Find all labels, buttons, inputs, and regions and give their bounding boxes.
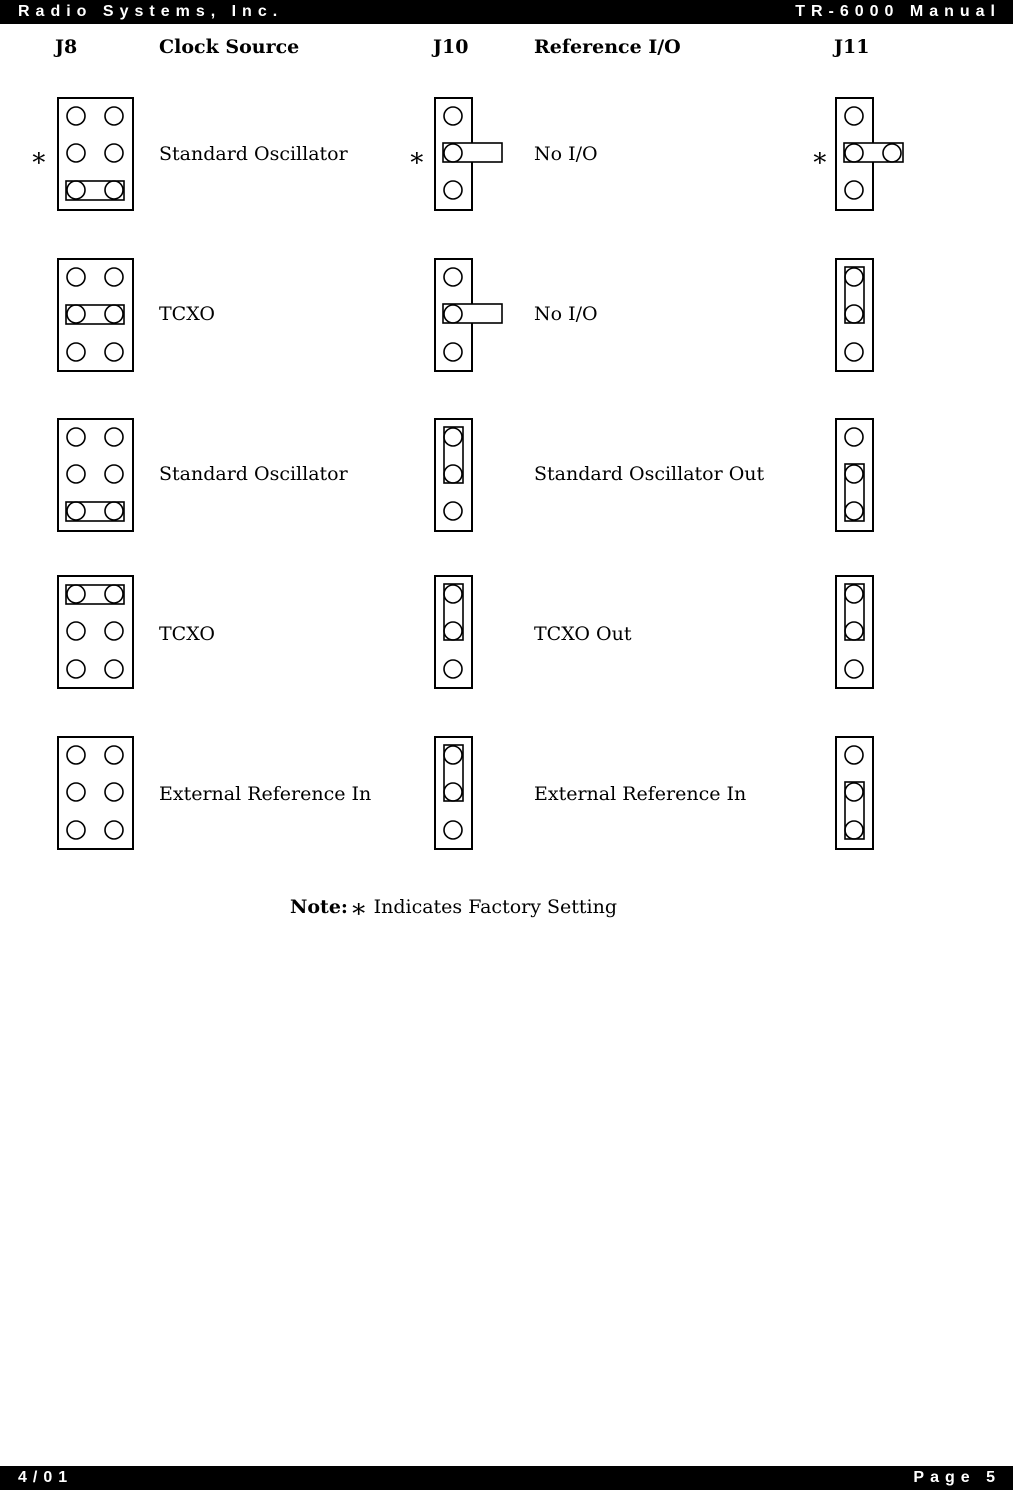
factory-marker-j11: ∗ [811, 143, 829, 173]
clock-source-label: Standard Oscillator [159, 143, 348, 165]
clock-source-label: TCXO [159, 623, 215, 645]
note-asterisk: ∗ [349, 894, 368, 924]
note-text: Indicates Factory Setting [373, 896, 618, 918]
page-footer-bar: 4/01 Page 5 [0, 1466, 1013, 1490]
jumper-shunt [844, 266, 865, 324]
jumper-shunt [844, 781, 865, 840]
jumper-shunt [443, 583, 464, 641]
jumper-shunt [65, 304, 125, 325]
jumper-shunt [844, 463, 865, 522]
j11-jumper-diagram [835, 258, 874, 372]
clock-source-label: Standard Oscillator [159, 463, 348, 485]
column-header-j10: J10 [433, 36, 469, 58]
page-header-bar: Radio Systems, Inc. TR-6000 Manual [0, 0, 1013, 24]
j8-jumper-diagram [57, 97, 134, 211]
reference-io-label: External Reference In [534, 783, 747, 805]
clock-source-label: TCXO [159, 303, 215, 325]
factory-setting-note: Note:∗Indicates Factory Setting [290, 890, 618, 924]
jumper-shunt [844, 583, 865, 641]
clock-source-label: External Reference In [159, 783, 372, 805]
factory-marker-j10: ∗ [408, 143, 426, 173]
jumper-shunt [65, 501, 125, 522]
j11-jumper-diagram [835, 736, 874, 850]
j10-jumper-diagram [434, 418, 473, 532]
j10-jumper-diagram [434, 575, 473, 689]
column-header-j8: J8 [55, 36, 78, 58]
column-header-reference-io: Reference I/O [534, 36, 681, 58]
footer-date: 4/01 [18, 1469, 74, 1486]
jumper-shunt [442, 303, 503, 324]
j11-jumper-diagram [835, 575, 874, 689]
footer-page-number: Page 5 [913, 1469, 1001, 1486]
column-header-j11: J11 [834, 36, 870, 58]
jumper-shunt [843, 142, 904, 163]
reference-io-label: No I/O [534, 143, 598, 165]
reference-io-label: No I/O [534, 303, 598, 325]
header-manual-title: TR-6000 Manual [795, 3, 1001, 20]
header-company: Radio Systems, Inc. [18, 3, 284, 20]
jumper-shunt [65, 180, 125, 201]
j8-jumper-diagram [57, 418, 134, 532]
column-header-clock-source: Clock Source [159, 36, 300, 58]
jumper-shunt [442, 142, 503, 163]
j8-jumper-diagram [57, 736, 134, 850]
j8-jumper-diagram [57, 258, 134, 372]
jumper-shunt [443, 426, 464, 484]
note-label: Note: [290, 896, 348, 918]
j11-jumper-diagram [835, 418, 874, 532]
reference-io-label: Standard Oscillator Out [534, 463, 765, 485]
jumper-shunt [65, 584, 125, 605]
reference-io-label: TCXO Out [534, 623, 632, 645]
jumper-shunt [443, 744, 464, 802]
factory-marker-j8: ∗ [30, 143, 48, 173]
j8-jumper-diagram [57, 575, 134, 689]
j10-jumper-diagram [434, 736, 473, 850]
